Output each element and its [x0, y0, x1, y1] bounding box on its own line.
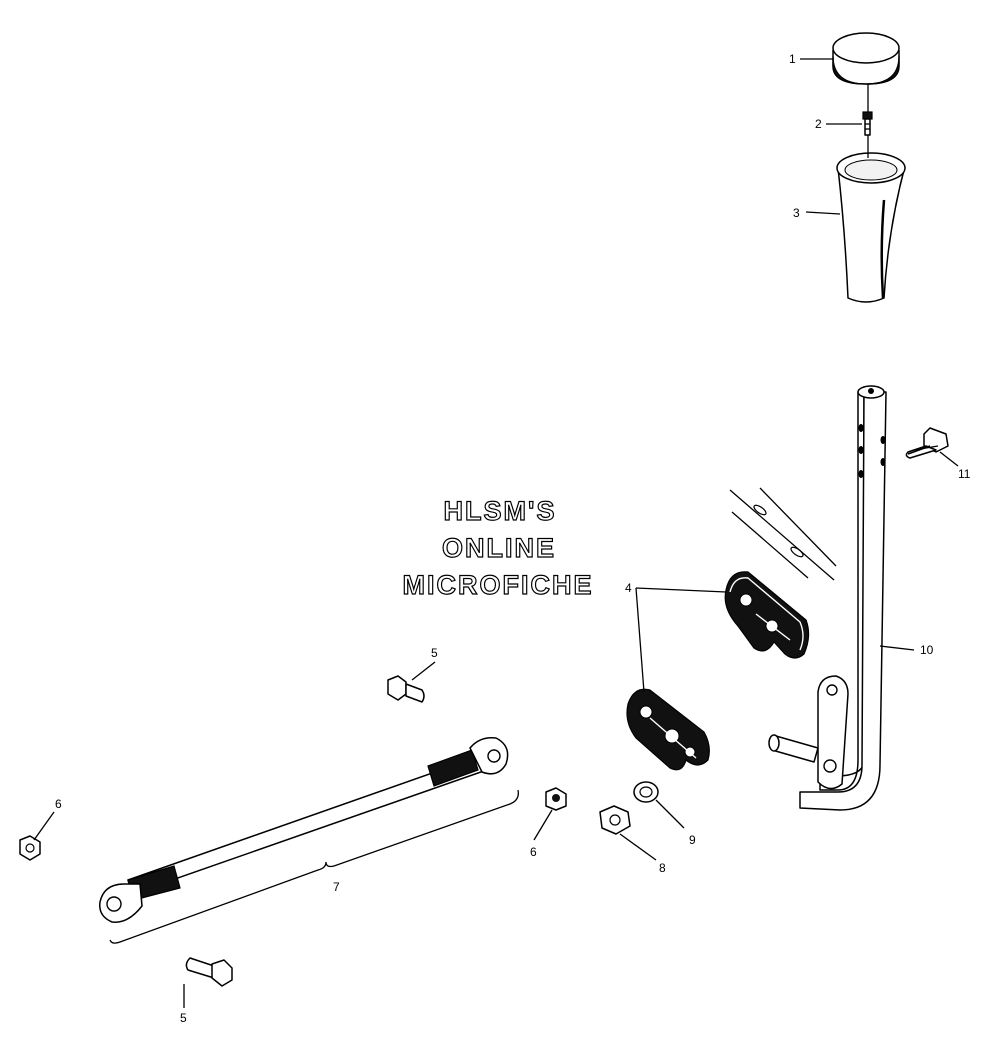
shift-lever-part [768, 385, 887, 811]
shift-rod-part [99, 736, 509, 923]
watermark-line-3: MICROFICHE [403, 570, 594, 600]
callout-11: 11 [958, 467, 971, 481]
knob-cap-part [832, 32, 900, 85]
mounting-block-lower-part [626, 688, 710, 771]
watermark-line-2: ONLINE [442, 533, 556, 563]
callout-7: 7 [333, 880, 340, 894]
callout-8: 8 [659, 861, 666, 875]
nut-8-part [599, 805, 631, 835]
callout-4: 4 [625, 581, 632, 595]
set-screw-part [862, 111, 873, 136]
callout-1: 1 [789, 52, 796, 66]
callout-9: 9 [689, 833, 696, 847]
watermark-line-1: HLSM'S [444, 496, 557, 526]
shift-grip-part [836, 152, 906, 303]
callout-6-middle: 6 [530, 845, 537, 859]
mounting-block-upper-part [724, 571, 810, 659]
leader-lines [33, 58, 959, 1008]
callout-6-left: 6 [55, 797, 62, 811]
callout-3: 3 [793, 206, 800, 220]
bolt-5-lower-part [185, 957, 233, 987]
callout-5-upper: 5 [431, 646, 438, 660]
bolt-5-upper-part [387, 675, 425, 703]
nut-6-left-part [19, 835, 41, 861]
frame-bracket-outline [729, 487, 837, 581]
washer-9-part [633, 781, 659, 803]
callout-10: 10 [920, 643, 934, 657]
watermark: HLSM'S ONLINE MICROFICHE [402, 495, 594, 600]
callout-2: 2 [815, 117, 822, 131]
nut-6-middle-part [545, 787, 567, 811]
shift-rod-brace [109, 789, 519, 944]
bolt-11-part [905, 427, 949, 459]
callout-5-lower: 5 [180, 1011, 187, 1025]
